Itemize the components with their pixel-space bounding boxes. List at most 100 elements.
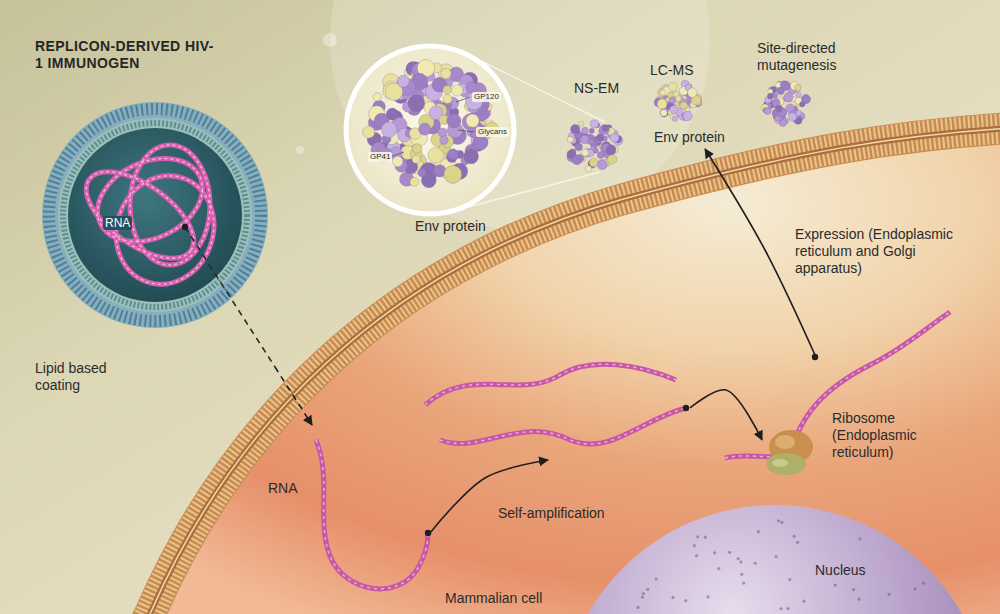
nuclear-pore [717, 567, 720, 570]
protein-atom [575, 143, 582, 150]
rna-label: RNA [103, 216, 132, 230]
diagram-title: REPLICON-DERIVED HIV-1 IMMUNOGEN [35, 38, 215, 72]
amplified-rna: Self-amplification [418, 350, 690, 460]
protein-atom [363, 126, 375, 138]
ribosome-label: Ribosome (Endoplasmic reticulum) [832, 410, 947, 460]
protein-atom [579, 121, 584, 126]
process-label: Self-amplification [498, 505, 605, 522]
nuclear-pore [857, 598, 860, 601]
process-label: Expression (Endoplasmic reticulum and Go… [795, 226, 970, 276]
protein-atom [764, 107, 771, 114]
nuclear-pore [852, 588, 855, 591]
protein-atom [572, 155, 582, 165]
protein-atom [675, 96, 681, 102]
protein-atom [448, 149, 459, 160]
protein-atom [602, 125, 609, 132]
lipid-nanoparticle: RNALipid based coating [30, 98, 275, 393]
nuclear-pore [788, 578, 791, 581]
nuclear-pore [775, 555, 778, 558]
ribosome: Ribosome (Endoplasmic reticulum) [762, 355, 962, 475]
protein-atom [776, 105, 783, 112]
nuclear-pore [728, 551, 731, 554]
nuclear-pore [671, 596, 674, 599]
nucleus [560, 505, 990, 614]
nuclear-pore [655, 577, 658, 580]
nuclear-pore [696, 535, 699, 538]
protein-atom [588, 139, 594, 145]
nuclear-pore [777, 519, 780, 522]
protein-atom [672, 116, 678, 122]
method-label: Site-directed mutagenesis [757, 40, 857, 74]
protein-atom [443, 85, 452, 94]
organelle-label: Nucleus [815, 562, 866, 579]
nuclear-pore [641, 595, 644, 598]
protein-atom [660, 109, 667, 116]
protein-atom [443, 94, 452, 103]
protein-atom [397, 75, 409, 87]
protein-atom [582, 149, 589, 156]
protein-atom [444, 165, 462, 183]
nuclear-pore [706, 595, 709, 598]
part-label: GP120 [472, 92, 501, 102]
nuclear-pore [636, 606, 639, 609]
cell-membrane [140, 128, 1000, 614]
nuclear-pore [802, 600, 805, 603]
rna-strand: RNA [258, 425, 430, 605]
ribosome-shape [766, 354, 818, 475]
nuclear-pore [740, 573, 743, 576]
protein-atom [668, 82, 677, 91]
part-label: Glycans [476, 127, 509, 137]
protein-atom [412, 155, 420, 163]
nuclear-pore [786, 607, 789, 610]
protein-atom [585, 166, 591, 172]
nuclear-pore [779, 607, 782, 610]
protein-atom [683, 111, 693, 121]
protein-atom [464, 149, 479, 164]
protein-atom [571, 124, 580, 133]
protein-atom [680, 102, 688, 110]
protein-atom [590, 120, 598, 128]
part-label: GP41 [368, 152, 392, 162]
protein-atom [452, 85, 463, 96]
protein-atom [610, 133, 619, 142]
protein-atom [589, 158, 598, 167]
nuclear-pore [704, 536, 707, 539]
protein-atom [447, 114, 461, 128]
protein-atom [589, 128, 594, 133]
method-label: LC-MS [650, 62, 694, 79]
protein-atom [775, 116, 780, 121]
protein-atom [597, 151, 604, 158]
protein-atom [670, 106, 678, 114]
protein-atom [794, 84, 801, 91]
protein-atom [438, 128, 447, 137]
lipid-nanoparticle [42, 102, 268, 328]
protein-atom [419, 123, 431, 135]
nuclear-pore [757, 530, 760, 533]
protein-atom [410, 177, 419, 186]
flow-arrow [690, 390, 762, 440]
cell-label: Mammalian cell [445, 590, 542, 607]
protein-atom [428, 147, 444, 163]
nuclear-pore [646, 588, 649, 591]
nuclear-pore [754, 562, 757, 565]
protein-label: Env protein [415, 218, 486, 235]
protein-atom [392, 156, 402, 166]
protein-atom [781, 81, 790, 90]
nuclear-pore [887, 593, 890, 596]
protein-atom [799, 101, 805, 107]
protein-atom [669, 97, 676, 104]
protein-atom [466, 114, 479, 127]
nuclear-pore [834, 583, 837, 586]
protein-atom [418, 169, 426, 177]
nuclear-pore [693, 544, 696, 547]
nuclear-pore [793, 535, 796, 538]
protein-atom [773, 93, 778, 98]
protein-atom [599, 125, 609, 135]
nuclear-pore [780, 521, 783, 524]
nuclear-pore [739, 560, 742, 563]
delivery-path [185, 227, 275, 367]
method-label: NS-EM [574, 80, 619, 97]
protein-atom [606, 145, 616, 155]
nuclear-pore [742, 581, 745, 584]
